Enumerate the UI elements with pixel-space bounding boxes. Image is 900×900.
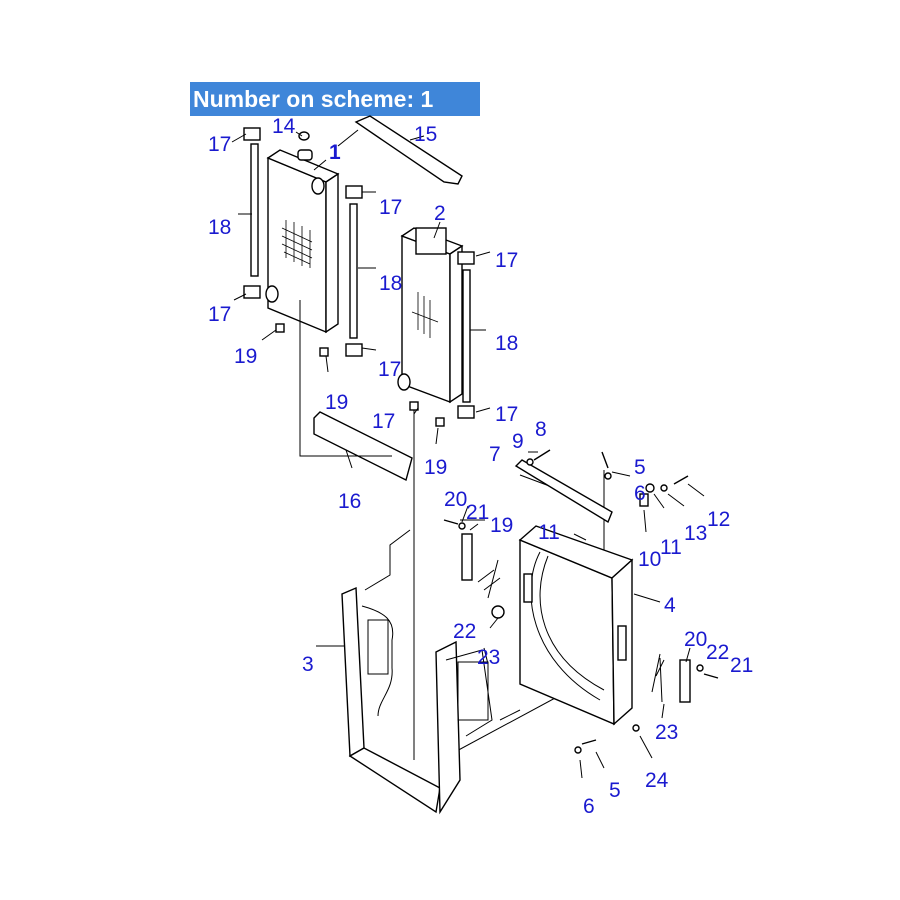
- callout-12: 12: [707, 508, 730, 531]
- callout-22-a: 21: [466, 501, 489, 524]
- callout-17-a: 17: [208, 133, 231, 156]
- callout-10: 10: [638, 548, 661, 571]
- bracket-part-7: [514, 459, 613, 524]
- callout-11-shroud: 11: [538, 521, 560, 544]
- callout-14: 14: [272, 115, 296, 138]
- callout-17-c: 17: [495, 249, 518, 272]
- callout-16: 16: [338, 490, 361, 513]
- aftercooler-part-2: [397, 227, 464, 404]
- callout-21-a: 20: [444, 488, 467, 511]
- radiator-part-1: [265, 149, 340, 334]
- small-fittings: [275, 131, 445, 427]
- seal-strip-middle: [349, 203, 358, 339]
- callout-15: 15: [414, 123, 437, 146]
- callout-18-c: 18: [495, 332, 518, 355]
- scheme-number-banner: Number on scheme: 1: [190, 82, 480, 116]
- callout-13: 13: [684, 522, 707, 545]
- callout-18-b: 18: [379, 272, 402, 295]
- callout-19-d: 19: [424, 456, 447, 479]
- callout-2: 2: [434, 202, 446, 225]
- callout-5-upper: 5: [634, 456, 646, 479]
- callout-6-lower: 6: [583, 795, 595, 818]
- callout-labels: 1 2 3 4 5 5 6 6 7 8 9 10 11 11 12 13 14 …: [208, 115, 753, 818]
- callout-23-b: 23: [655, 721, 678, 744]
- callout-21-b: 21: [730, 654, 753, 677]
- callout-19-a: 19: [234, 345, 257, 368]
- callout-17-e: 17: [378, 358, 401, 381]
- callout-11-right: 11: [660, 536, 682, 559]
- callout-20-b: 20: [684, 628, 707, 651]
- callout-17-f: 17: [495, 403, 518, 426]
- callout-20-a: 19: [490, 514, 513, 537]
- seal-bar-part-16: [313, 411, 413, 482]
- callout-19-b: 19: [325, 391, 348, 414]
- callout-19-c: 17: [372, 410, 395, 433]
- callout-8: 8: [535, 418, 547, 441]
- callout-1: 1: [329, 141, 341, 164]
- callout-17-b: 17: [379, 196, 402, 219]
- callout-5-lower: 5: [609, 779, 621, 802]
- callout-7: 7: [489, 443, 501, 466]
- frame-part-3: [341, 586, 493, 815]
- callout-22-b: 22: [706, 641, 729, 664]
- cushion-blocks: [243, 127, 475, 419]
- callout-18-a: 18: [208, 216, 231, 239]
- upper-bracket-part-15: [354, 115, 463, 185]
- seal-strip-right: [462, 269, 471, 403]
- callout-17-d: 17: [208, 303, 231, 326]
- callout-24-a: 23: [477, 646, 500, 669]
- bolts-and-washers: [443, 449, 719, 754]
- seal-strip-left: [250, 143, 259, 277]
- callout-4: 4: [664, 594, 676, 617]
- fan-shroud-part-4: [518, 525, 634, 726]
- callout-leader-lines: [231, 131, 705, 779]
- callout-23-a: 22: [453, 620, 476, 643]
- callout-3: 3: [302, 653, 314, 676]
- callout-24-b: 24: [645, 769, 669, 792]
- callout-9: 9: [512, 430, 524, 453]
- callout-6-upper: 6: [634, 482, 646, 505]
